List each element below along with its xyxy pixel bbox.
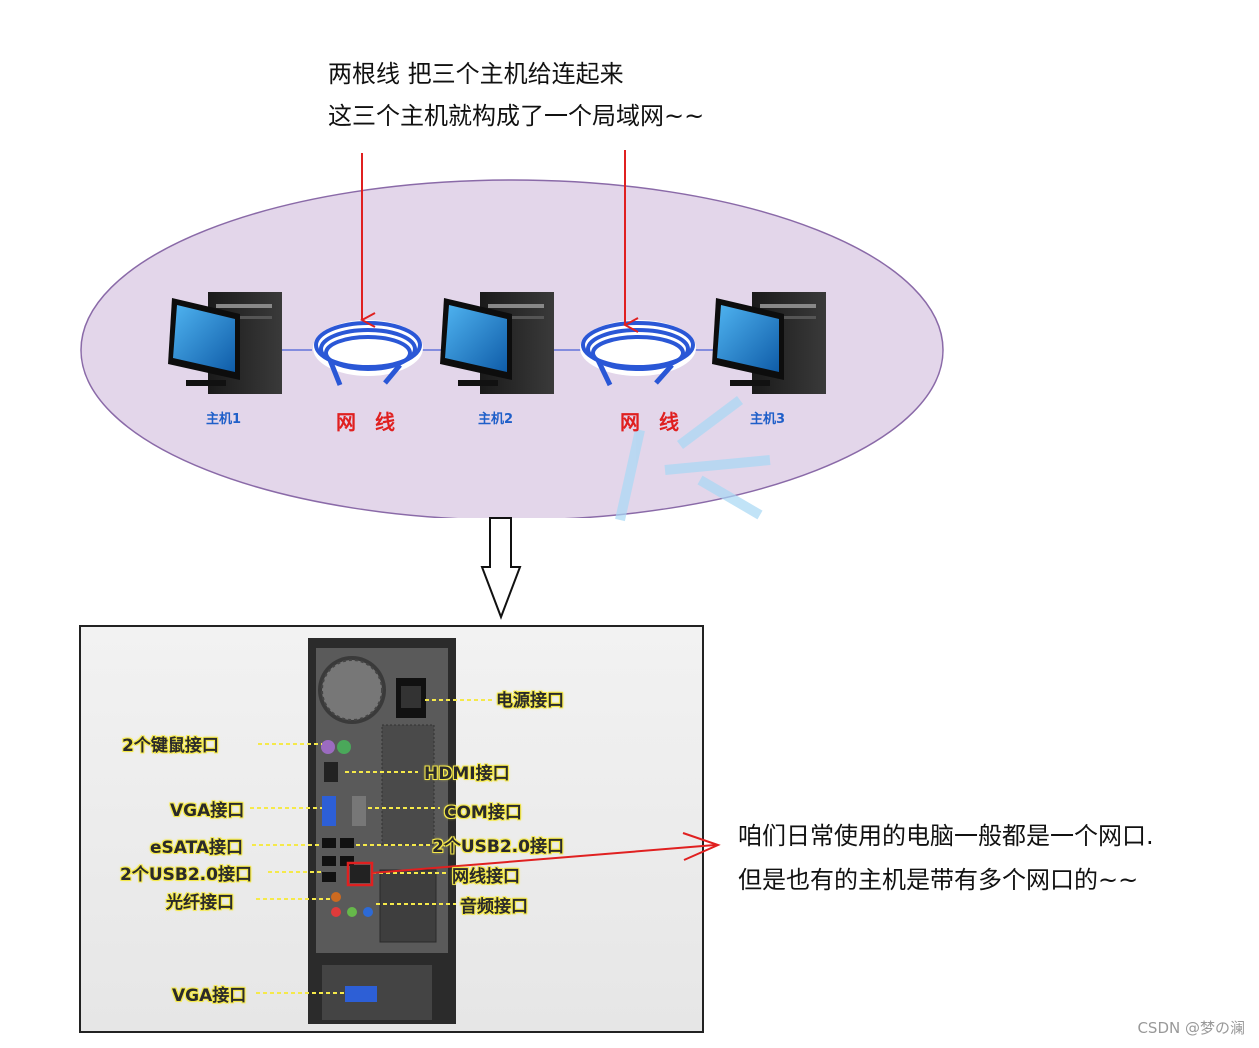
label-audio-port: 音频接口 — [460, 897, 528, 917]
arrow-to-side-note — [371, 844, 716, 874]
top-note-line-2: 这三个主机就构成了一个局域网~~ — [328, 102, 705, 130]
host-label-3: 主机3 — [750, 412, 786, 427]
label-optical-port: 光纤接口 — [166, 893, 234, 913]
label-hdmi-port: HDMI接口 — [424, 764, 510, 784]
cable-label-2: 网 线 — [620, 410, 685, 434]
label-com-port: COM接口 — [444, 803, 522, 823]
down-arrow — [480, 517, 522, 620]
label-usb-port-left: 2个USB2.0接口 — [120, 865, 252, 885]
host-computer-1 — [168, 292, 282, 394]
label-network-port: 网线接口 — [452, 867, 520, 887]
label-keyboard-mouse-port: 2个键鼠接口 — [122, 736, 219, 756]
label-esata-port: eSATA接口 — [150, 838, 244, 858]
network-cable-1 — [313, 320, 423, 386]
side-note-line-1: 咱们日常使用的电脑一般都是一个网口. — [738, 822, 1154, 850]
arrow-head-side-note — [682, 832, 721, 861]
host-label-2: 主机2 — [478, 412, 514, 427]
host-computer-2 — [440, 292, 554, 394]
label-usb-port-right: 2个USB2.0接口 — [432, 837, 564, 857]
host-label-1: 主机1 — [206, 412, 242, 427]
cable-label-1: 网 线 — [336, 410, 401, 434]
top-note-line-1: 两根线 把三个主机给连起来 — [328, 60, 624, 88]
side-note-line-2: 但是也有的主机是带有多个网口的~~ — [738, 866, 1139, 894]
side-note: 咱们日常使用的电脑一般都是一个网口. 但是也有的主机是带有多个网口的~~ — [738, 818, 1154, 898]
label-vga-port-bottom: VGA接口 — [172, 986, 247, 1006]
top-note: 两根线 把三个主机给连起来 这三个主机就构成了一个局域网~~ — [328, 56, 704, 134]
label-vga-port-top: VGA接口 — [170, 801, 245, 821]
back-panel-photo — [79, 625, 704, 1033]
footer-credit: CSDN @梦の澜 — [1137, 1019, 1245, 1037]
host-computer-3 — [712, 292, 826, 394]
watermark — [615, 396, 771, 522]
label-power-port: 电源接口 — [496, 691, 564, 711]
